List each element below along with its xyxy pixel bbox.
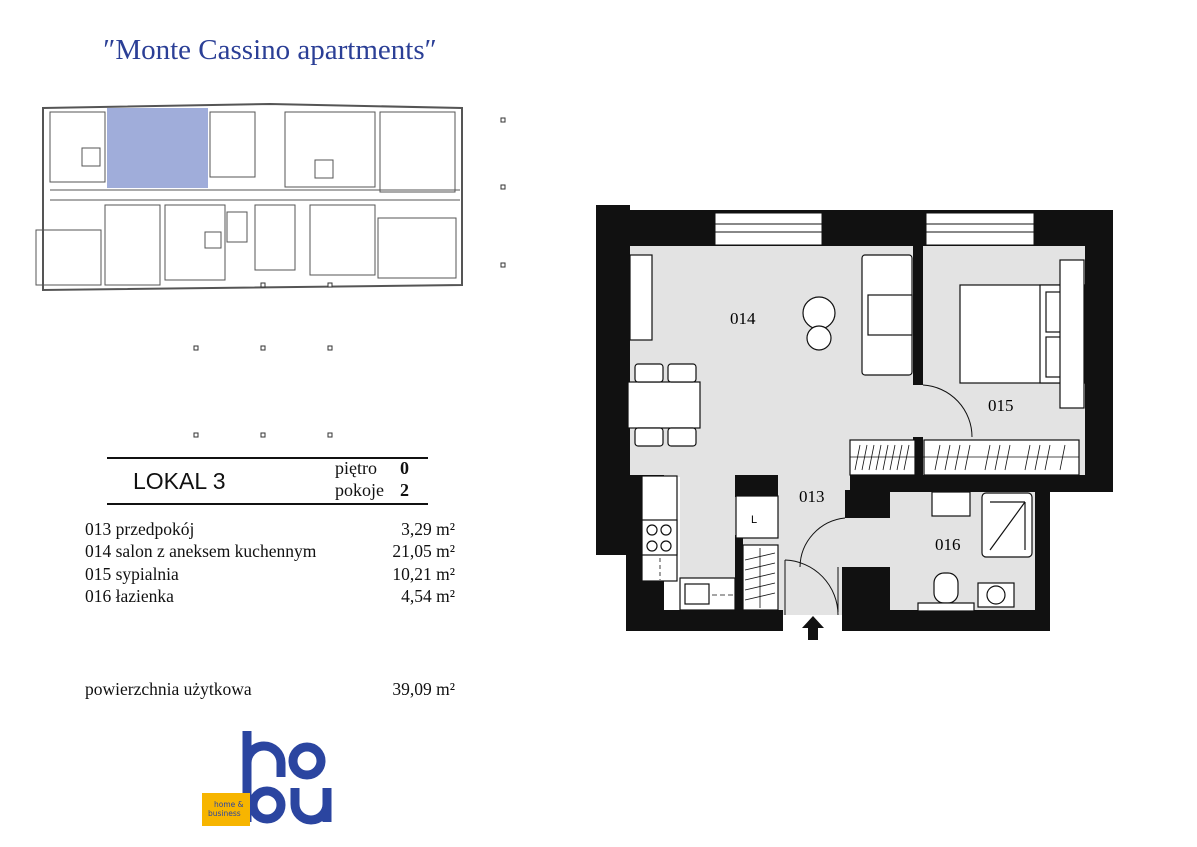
closet bbox=[735, 495, 779, 539]
room-row: 013 przedpokój 3,29 m² bbox=[85, 519, 455, 540]
room-label: 016 łazienka bbox=[85, 586, 174, 606]
logo-tagline-line: home & bbox=[214, 800, 244, 809]
room-label: 015 sypialnia bbox=[85, 564, 179, 584]
room-label: 013 przedpokój bbox=[85, 519, 195, 539]
total-area: 39,09 m² bbox=[392, 679, 455, 699]
shoe-rack bbox=[742, 544, 779, 611]
room-row: 014 salon z aneksem kuchennym 21,05 m² bbox=[85, 541, 455, 562]
logo-tagline-line: business bbox=[208, 809, 241, 818]
divider bbox=[107, 457, 428, 459]
highlighted-unit bbox=[107, 108, 208, 188]
door-swing bbox=[922, 384, 973, 438]
kitchen-counter bbox=[629, 254, 653, 341]
total-area-row: powierzchnia użytkowa 39,09 m² bbox=[85, 679, 455, 700]
room-area: 21,05 m² bbox=[392, 541, 455, 561]
room-label-013: 013 bbox=[799, 487, 825, 506]
round-table bbox=[802, 296, 836, 330]
floor-value: 0 bbox=[400, 458, 409, 478]
room-label: 014 salon z aneksem kuchennym bbox=[85, 541, 317, 561]
building-key-plan bbox=[35, 102, 506, 438]
entrance-arrow-icon bbox=[802, 616, 824, 640]
rooms-value: 2 bbox=[400, 480, 409, 500]
entry-door-swing bbox=[784, 559, 839, 616]
washbasin bbox=[931, 491, 971, 517]
dining-table bbox=[627, 381, 701, 429]
unit-name: LOKAL 3 bbox=[133, 468, 226, 494]
door-swing bbox=[799, 517, 846, 568]
total-label: powierzchnia użytkowa bbox=[85, 679, 252, 699]
rooms-label: pokoje bbox=[335, 480, 384, 500]
logo-tagline-box: home &business bbox=[202, 793, 250, 826]
document-title: ″Monte Cassino apartments″ bbox=[103, 34, 437, 66]
room-area: 4,54 m² bbox=[401, 586, 455, 606]
floor-label: piętro bbox=[335, 458, 377, 478]
toilet bbox=[933, 572, 959, 604]
room-label-016: 016 bbox=[935, 535, 961, 554]
room-label-014: 014 bbox=[730, 309, 756, 328]
room-row: 016 łazienka 4,54 m² bbox=[85, 586, 455, 607]
room-label-015: 015 bbox=[988, 396, 1014, 415]
room-row: 015 sypialnia 10,21 m² bbox=[85, 564, 455, 585]
room-area: 10,21 m² bbox=[392, 564, 455, 584]
closet-label: L bbox=[751, 514, 757, 526]
divider bbox=[107, 503, 428, 505]
room-area: 3,29 m² bbox=[401, 519, 455, 539]
